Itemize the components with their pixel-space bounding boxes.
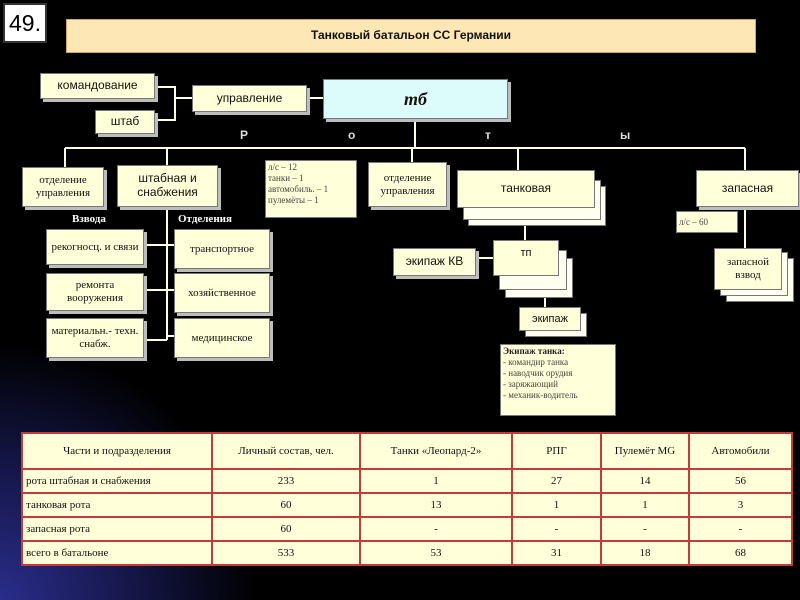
table-cell: 3: [688, 492, 793, 518]
table-cell: всего в батальоне: [21, 540, 213, 566]
table-cell: 60: [211, 492, 361, 518]
table-cell: -: [511, 516, 602, 542]
table-cell: танковая рота: [21, 492, 213, 518]
platoons-label: Взвода: [72, 213, 106, 225]
note-line: пулемёты – 1: [268, 195, 319, 205]
summary-table: Части и подразделения Личный состав, чел…: [21, 432, 793, 566]
table-cell: 68: [688, 540, 793, 566]
note-line: л/с – 12: [268, 162, 297, 172]
rota-letter-1: Р: [240, 128, 249, 142]
table-cell: 13: [359, 492, 513, 518]
section-transport: транспортное: [174, 229, 270, 269]
tp-box: тп: [493, 240, 559, 276]
rota-letter-4: ы: [620, 128, 631, 142]
table-cell: 18: [600, 540, 690, 566]
tank-hq-section-box: отделение управления: [368, 162, 447, 207]
crew-box: экипаж: [519, 307, 581, 331]
table-row: запасная рота 60 - - - -: [21, 516, 793, 542]
rota-letter-3: т: [485, 128, 491, 142]
table-cell: 53: [359, 540, 513, 566]
table-cell: 1: [600, 492, 690, 518]
hq-section-box: отделение управления: [22, 167, 104, 207]
slide-title: Танковый батальон СС Германии: [66, 19, 756, 53]
crew-note-item: - наводчик орудия: [503, 368, 573, 378]
table-cell: 1: [511, 492, 602, 518]
reserve-company-box: запасная: [696, 170, 799, 207]
platoon-recon-comms: рекогносц. и связи: [46, 229, 144, 265]
table-cell: рота штабная и снабжения: [21, 468, 213, 494]
reserve-platoon-box: запасной взвод: [714, 248, 782, 290]
staff-supply-company-box: штабная и снабжения: [117, 165, 218, 207]
crew-note-item: - механик-водитель: [503, 390, 578, 400]
table-cell: 233: [211, 468, 361, 494]
table-row: рота штабная и снабжения 233 1 27 14 56: [21, 468, 793, 494]
section-household: хозяйственное: [174, 273, 270, 313]
rota-letter-2: о: [348, 128, 356, 142]
table-cell: запасная рота: [21, 516, 213, 542]
slide-number: 49.: [3, 3, 47, 43]
table-row: всего в батальоне 533 53 31 18 68: [21, 540, 793, 566]
table-cell: 27: [511, 468, 602, 494]
table-cell: -: [688, 516, 793, 542]
table-row: танковая рота 60 13 1 1 3: [21, 492, 793, 518]
sections-label: Отделения: [178, 213, 232, 225]
reserve-note: л/с – 60: [676, 211, 738, 233]
table-header-row: Части и подразделения Личный состав, чел…: [21, 432, 793, 470]
table-cell: -: [359, 516, 513, 542]
kv-crew-box: экипаж КВ: [393, 248, 476, 276]
note-line: автомобиль. – 1: [268, 184, 329, 194]
table-header-cell: Автомобили: [688, 432, 793, 470]
management-box: управление: [192, 85, 307, 112]
battalion-box: тб: [323, 79, 508, 119]
table-cell: 31: [511, 540, 602, 566]
note-line: танки – 1: [268, 173, 304, 183]
section-medical: медицинское: [174, 318, 270, 358]
platoon-logistics: материальн.- техн. снабж.: [46, 318, 144, 358]
table-cell: 60: [211, 516, 361, 542]
tank-company-box: танковая: [457, 170, 595, 208]
table-header-cell: РПГ: [511, 432, 602, 470]
table-header-cell: Танки «Леопард-2»: [359, 432, 513, 470]
table-cell: 1: [359, 468, 513, 494]
crew-note-title: Экипаж танка:: [503, 346, 565, 356]
table-header-cell: Части и подразделения: [21, 432, 213, 470]
table-cell: 14: [600, 468, 690, 494]
table-header-cell: Личный состав, чел.: [211, 432, 361, 470]
crew-note-item: - заряжающий: [503, 379, 558, 389]
platoon-weapons-repair: ремонта вооружения: [46, 273, 144, 311]
staff-box: штаб: [95, 110, 155, 134]
table-cell: -: [600, 516, 690, 542]
table-cell: 56: [688, 468, 793, 494]
table-cell: 533: [211, 540, 361, 566]
command-box: командование: [40, 73, 155, 99]
crew-note-item: - командир танка: [503, 357, 569, 367]
staff-company-note: л/с – 12 танки – 1 автомобиль. – 1 пулем…: [265, 160, 357, 218]
table-header-cell: Пулемёт MG: [600, 432, 690, 470]
crew-note: Экипаж танка: - командир танка - наводчи…: [500, 344, 616, 416]
